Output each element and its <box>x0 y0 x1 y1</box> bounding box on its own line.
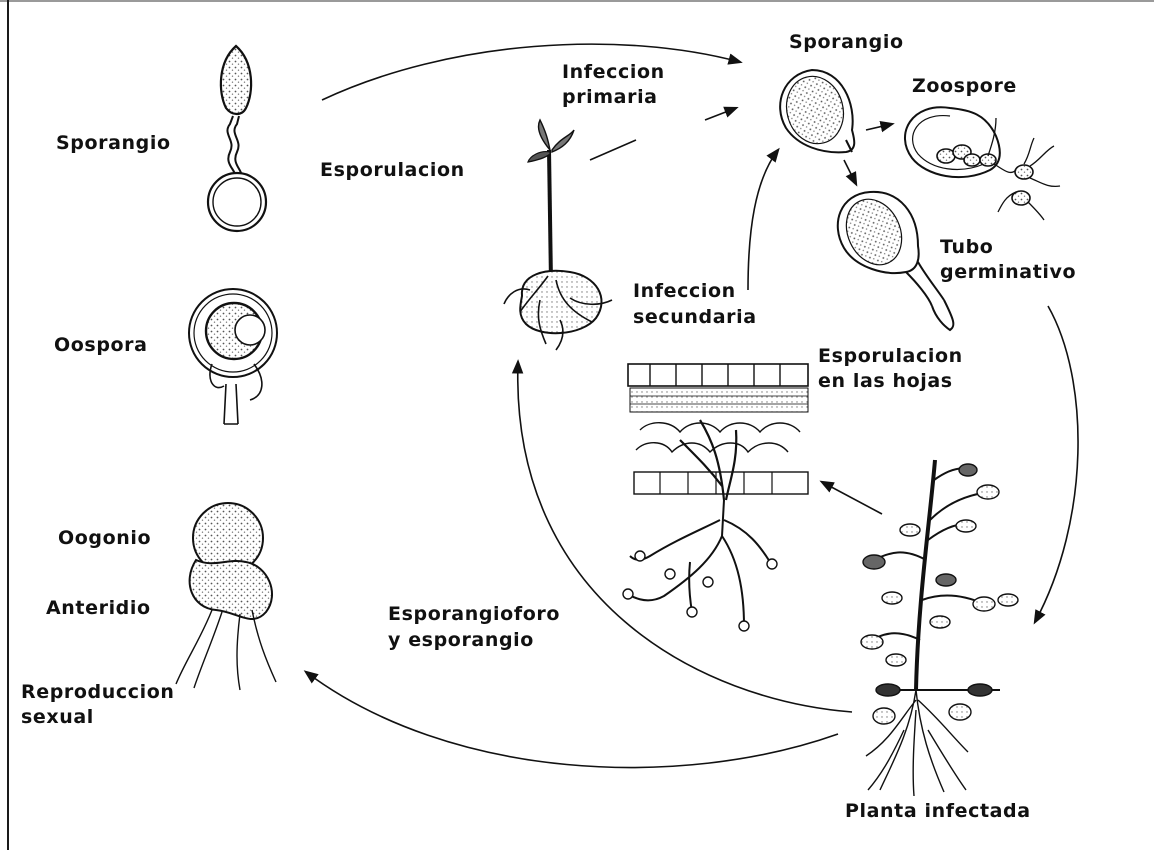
seedling-drawing <box>504 120 612 350</box>
oogonio-anteridio-drawing <box>176 503 276 690</box>
label-reproduccion-line1: Reproduccion <box>21 681 175 704</box>
sporangio-left-drawing <box>208 46 266 231</box>
label-reproduccion-line2: sexual <box>21 706 94 729</box>
sporangio-right-drawing <box>779 70 892 184</box>
leaf-cross-section-drawing <box>623 364 808 631</box>
arrow-tubo-to-plant <box>1035 306 1078 622</box>
arrow-plant-to-leaf <box>822 482 882 514</box>
label-infeccion-primaria-line1: Infeccion <box>562 61 665 84</box>
label-infeccion-secundaria-line2: secundaria <box>633 306 757 329</box>
label-tubo-line1: Tubo <box>940 236 993 259</box>
label-sporangio-left: Sporangio <box>56 132 171 155</box>
label-oospora: Oospora <box>54 334 148 357</box>
arrow-plant-to-sexual <box>306 672 838 768</box>
arrow-esporulacion-to-sporangio <box>322 44 740 100</box>
oospora-drawing <box>189 289 277 424</box>
label-esporulacion-hojas-line2: en las hojas <box>818 370 953 393</box>
label-oogonio: Oogonio <box>58 527 151 550</box>
arrow-primary-infection <box>705 108 736 120</box>
label-tubo-line2: germinativo <box>940 261 1076 284</box>
label-infeccion-secundaria-line1: Infeccion <box>633 280 736 303</box>
seedling-dash <box>590 140 636 160</box>
label-planta-infectada: Planta infectada <box>845 800 1031 823</box>
label-sporangio-right: Sporangio <box>789 31 904 54</box>
label-anteridio: Anteridio <box>46 597 151 620</box>
label-esporangioforo-line1: Esporangioforo <box>388 603 560 626</box>
zoospore-drawing <box>905 107 1060 220</box>
infected-plant-drawing <box>861 460 1018 796</box>
label-zoospore: Zoospore <box>912 75 1017 98</box>
label-esporulacion: Esporulacion <box>320 159 465 182</box>
label-infeccion-primaria-line2: primaria <box>562 86 658 109</box>
arrow-secondary-infection <box>748 150 778 290</box>
label-esporulacion-hojas-line1: Esporulacion <box>818 345 963 368</box>
label-esporangioforo-line2: y esporangio <box>388 629 534 652</box>
tubo-germinativo-drawing <box>836 190 953 330</box>
